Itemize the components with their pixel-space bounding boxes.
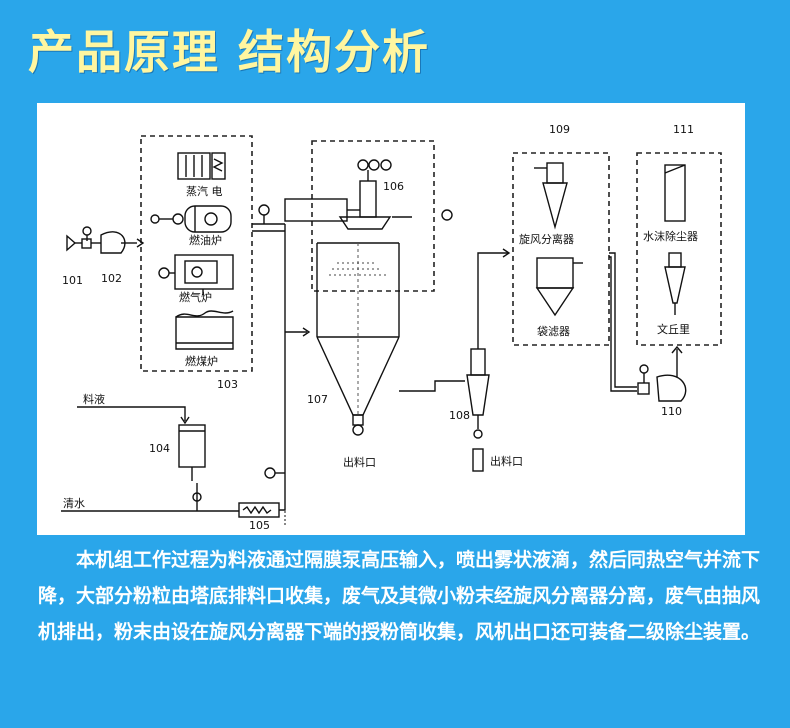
temp-gauge-feed [264, 467, 276, 479]
tower-side-arrow [302, 327, 311, 337]
label-105: 105 [249, 519, 270, 532]
coal-furnace-label: 燃煤炉 [185, 354, 218, 368]
label-104: 104 [149, 442, 170, 455]
steam-electric-heater [177, 152, 226, 180]
cyclone-outlet-label: 出料口 [490, 454, 523, 468]
exhaust-duct-to-cyclone [399, 380, 465, 392]
feed-arrow [180, 416, 190, 425]
cyclone-separator-label: 旋风分离器 [519, 232, 574, 246]
exhaust-fan [637, 345, 687, 402]
duct-to-fan-inner [609, 256, 637, 392]
bag-filter [535, 257, 583, 317]
water-film-collector-label: 水沫除尘器 [643, 229, 698, 243]
preheater-to-riser [279, 495, 286, 511]
spray-tower [316, 242, 400, 436]
duct-to-fan [609, 252, 637, 388]
label-111: 111 [673, 123, 694, 136]
gas-furnace-label: 燃气炉 [179, 290, 212, 304]
exhaust-gauge [441, 209, 453, 221]
description-text: 本机组工作过程为料液通过隔膜泵高压输入，喷出雾状液滴，然后同热空气并流下降，大部… [38, 549, 761, 643]
venturi-label: 文丘里 [657, 322, 690, 336]
duct-arrow-109 [502, 248, 511, 258]
heater-group-box [140, 135, 253, 372]
label-102: 102 [101, 272, 122, 285]
label-101: 101 [62, 274, 83, 287]
bag-filter-label: 袋滤器 [537, 324, 570, 338]
atomizer-enclosure [311, 140, 435, 292]
steam-electric-label: 蒸汽 电 [186, 184, 223, 198]
group-109-box [512, 152, 610, 346]
temp-gauge-inlet [258, 204, 270, 216]
feed-line [77, 406, 186, 421]
page-title: 产品原理 结构分析 [28, 25, 431, 79]
pump-valve [192, 492, 202, 502]
oil-furnace [150, 205, 232, 233]
air-blower [66, 226, 145, 254]
label-109: 109 [549, 123, 570, 136]
feed-liquid-label: 料液 [83, 392, 105, 406]
duct-to-109 [477, 252, 509, 349]
oil-furnace-label: 燃油炉 [189, 233, 222, 247]
label-108: 108 [449, 409, 470, 422]
cyclone-separator [534, 162, 568, 230]
label-103: 103 [217, 378, 238, 391]
atomizer [284, 159, 412, 230]
tower-outlet-label: 出料口 [343, 455, 376, 469]
venturi [664, 252, 686, 315]
coal-furnace [175, 310, 234, 350]
cyclone-108 [466, 348, 490, 472]
label-106: 106 [383, 180, 404, 193]
water-film-collector [664, 164, 686, 222]
label-107: 107 [307, 393, 328, 406]
gas-furnace [158, 254, 234, 295]
clean-water-label: 清水 [63, 497, 85, 510]
preheater [238, 502, 280, 518]
feed-tank [178, 424, 206, 481]
process-diagram: 蒸汽 电 燃油炉 燃气炉 [37, 103, 745, 535]
group-111-box [636, 152, 722, 346]
label-110: 110 [661, 405, 682, 418]
